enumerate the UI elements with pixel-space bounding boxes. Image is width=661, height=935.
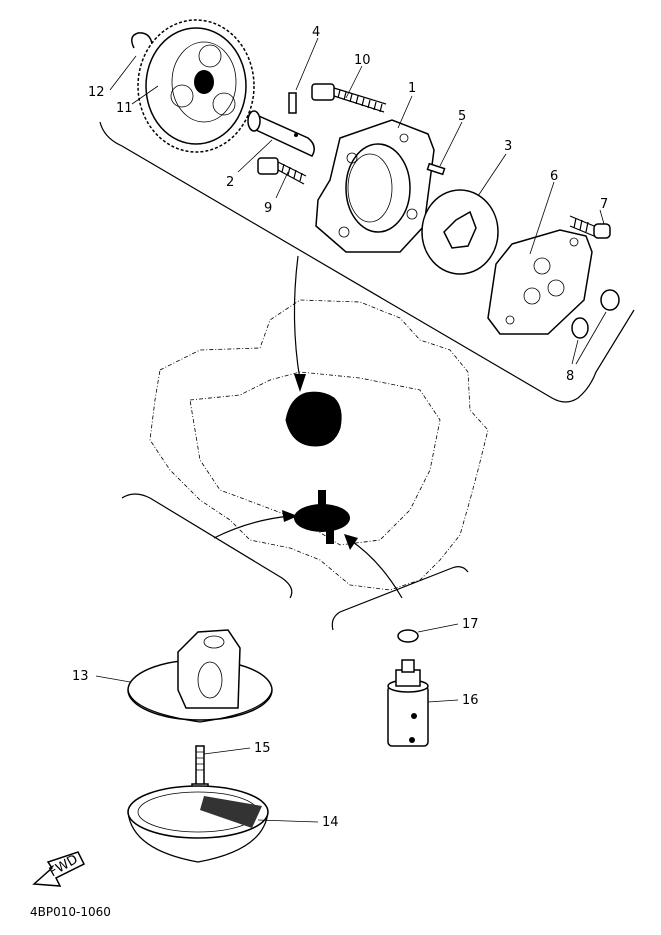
callout-16: 16 [462, 693, 479, 708]
drawing-code: 4BP010-1060 [30, 905, 111, 919]
o-ring-8a [600, 289, 620, 311]
lower-right-outline [331, 566, 469, 631]
bolt-9 [257, 157, 307, 185]
o-ring-17 [397, 629, 419, 643]
pump-rotor [421, 189, 499, 275]
arrow-valve-to-mount [349, 539, 403, 599]
upper-group-outline [99, 121, 635, 403]
o-ring-8b [571, 317, 589, 339]
pump-cover [487, 229, 593, 335]
dowel-pin-5 [426, 162, 446, 176]
oil-strainer-body [127, 629, 273, 723]
callout-15: 15 [254, 741, 271, 756]
forward-direction-marker: FWD [32, 851, 86, 887]
strainer-mesh [200, 796, 262, 828]
callout-8: 8 [566, 369, 574, 384]
callout-6: 6 [550, 169, 558, 184]
lower-left-outline [121, 493, 293, 599]
pump-mount-recess [285, 391, 342, 447]
engine-outline-inner [189, 371, 441, 546]
callout-3: 3 [504, 139, 512, 154]
cover-screw-7 [569, 215, 611, 239]
callout-5: 5 [458, 109, 466, 124]
callout-12: 12 [88, 85, 105, 100]
callout-1: 1 [408, 81, 416, 96]
callout-13: 13 [72, 669, 89, 684]
callout-14: 14 [322, 815, 339, 830]
callout-9: 9 [264, 201, 272, 216]
arrow-strainer-head [282, 510, 298, 522]
pump-body [315, 119, 435, 253]
callout-2: 2 [226, 175, 234, 190]
arrow-valve-head [344, 534, 358, 550]
relief-valve-16 [387, 659, 429, 747]
callout-17: 17 [462, 617, 479, 632]
strainer-mount-nipple [318, 490, 326, 506]
callout-7: 7 [600, 197, 608, 212]
strainer-cover-14 [127, 785, 269, 863]
arrow-pump-head [294, 374, 306, 392]
pump-shaft [247, 110, 315, 157]
leader-lines [95, 37, 607, 823]
arrow-strainer-to-mount [213, 515, 291, 539]
dowel-pin-4 [288, 92, 297, 114]
arrow-pump-to-engine [293, 255, 301, 381]
callout-4: 4 [312, 25, 320, 40]
strainer-mount [294, 504, 350, 532]
bolt-10 [311, 83, 387, 113]
drive-gear [137, 19, 255, 153]
engine-outline [149, 299, 489, 591]
callout-10: 10 [354, 53, 371, 68]
strainer-mount-stem [326, 522, 334, 544]
callout-11: 11 [116, 101, 133, 116]
